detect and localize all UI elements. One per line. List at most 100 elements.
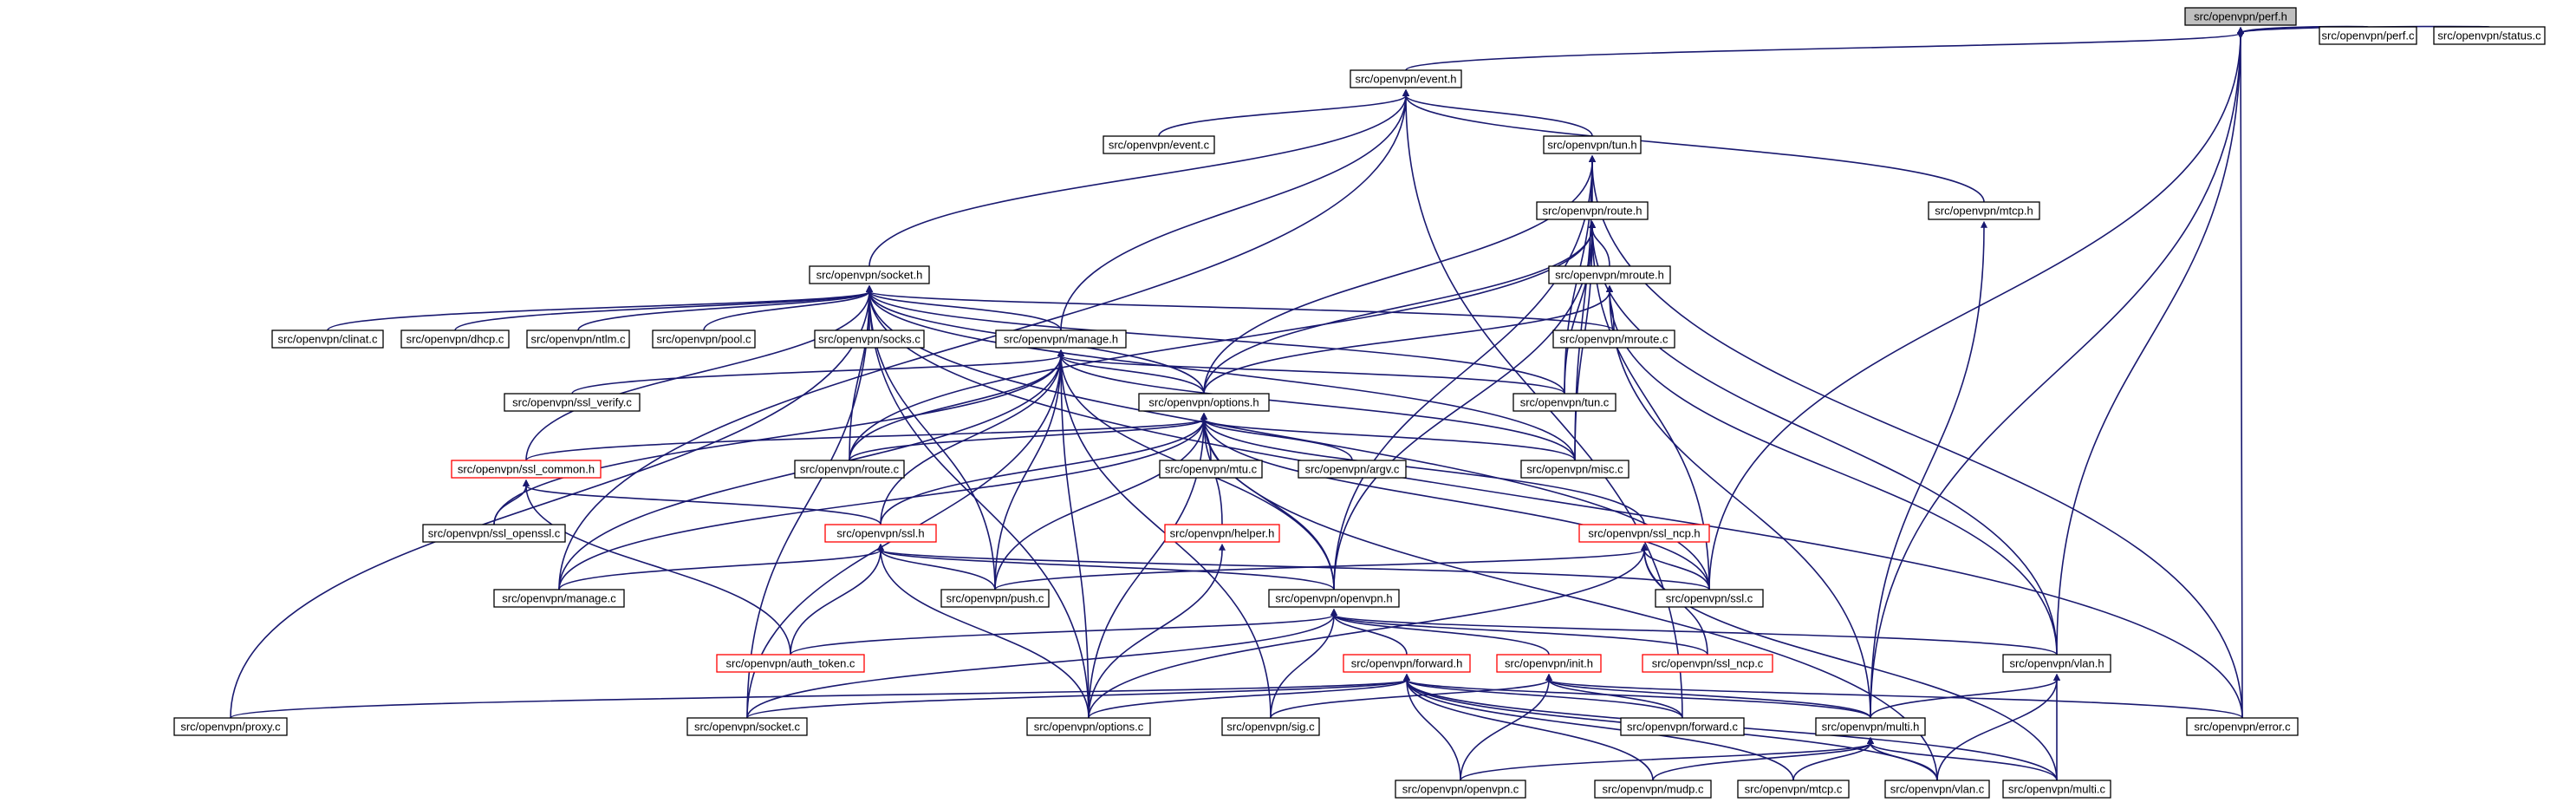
node-mtcp-h[interactable]: src/openvpn/mtcp.h [1928, 201, 2040, 220]
node-argv-c[interactable]: src/openvpn/argv.c [1298, 460, 1407, 479]
node-pool-c[interactable]: src/openvpn/pool.c [652, 329, 756, 349]
node-proxy-c[interactable]: src/openvpn/proxy.c [173, 717, 288, 736]
include-edge-forward_c-to-init_h [1545, 673, 1683, 719]
include-edge-manage_h-to-event_h [1060, 88, 1409, 331]
include-edge-openvpn_h-to-ssl_h [877, 543, 1335, 590]
include-edge-mudp_c-to-forward_h [1403, 673, 1654, 781]
node-event-c[interactable]: src/openvpn/event.c [1103, 135, 1215, 154]
node-dhcp-c[interactable]: src/openvpn/dhcp.c [400, 329, 510, 349]
node-manage-c[interactable]: src/openvpn/manage.c [493, 589, 625, 608]
node-ntlm-c[interactable]: src/openvpn/ntlm.c [526, 329, 630, 349]
include-edge-pool_c-to-socket_h [703, 284, 873, 331]
node-socket-c[interactable]: src/openvpn/socket.c [686, 717, 808, 736]
node-error-c[interactable]: src/openvpn/error.c [2186, 717, 2299, 736]
include-edge-socket_c-to-forward_h [746, 673, 1410, 719]
node-label: src/openvpn/event.h [1355, 73, 1456, 86]
node-mudp-c[interactable]: src/openvpn/mudp.c [1594, 780, 1712, 799]
node-forward-h[interactable]: src/openvpn/forward.h [1343, 654, 1471, 673]
node-socks-c[interactable]: src/openvpn/socks.c [814, 329, 925, 349]
node-push-c[interactable]: src/openvpn/push.c [940, 589, 1050, 608]
node-box [1268, 589, 1400, 608]
node-ssl-verify-c[interactable]: src/openvpn/ssl_verify.c [504, 393, 641, 412]
node-label: src/openvpn/ssl_ncp.h [1588, 527, 1700, 540]
node-box [271, 329, 384, 349]
include-edge-vlan_h-to-perf_h [2056, 26, 2244, 656]
node-ssl-ncp-c[interactable]: src/openvpn/ssl_ncp.c [1642, 654, 1773, 673]
include-edge-argv_c-to-options_h [1200, 412, 1353, 461]
node-label: src/openvpn/ssl_openssl.c [428, 527, 561, 540]
node-label: src/openvpn/tun.h [1547, 139, 1636, 152]
node-label: src/openvpn/route.c [800, 463, 900, 476]
node-tun-c[interactable]: src/openvpn/tun.c [1512, 393, 1617, 412]
node-box [1815, 717, 1926, 736]
include-edge-ssl_c-to-ssl_ncp_h [1641, 543, 1710, 590]
node-helper-h[interactable]: src/openvpn/helper.h [1164, 524, 1280, 543]
node-box [1512, 393, 1617, 412]
node-label: src/openvpn/ssl.c [1666, 592, 1753, 605]
include-edge-multi_h-to-init_h [1545, 673, 1871, 719]
include-edge-mroute_c-to-socket_h [866, 284, 1615, 331]
node-perf-c[interactable]: src/openvpn/perf.c [2319, 26, 2417, 45]
include-edge-ssl_h-to-manage_h [880, 349, 1064, 525]
node-multi-h[interactable]: src/openvpn/multi.h [1815, 717, 1926, 736]
node-box [493, 589, 625, 608]
node-box [814, 329, 925, 349]
node-openvpn-c[interactable]: src/openvpn/openvpn.c [1395, 780, 1526, 799]
node-label: src/openvpn/error.c [2194, 721, 2291, 734]
node-route-h[interactable]: src/openvpn/route.h [1536, 201, 1649, 220]
node-openvpn-h[interactable]: src/openvpn/openvpn.h [1268, 589, 1400, 608]
node-status-c[interactable]: src/openvpn/status.c [2433, 26, 2546, 45]
include-edge-options_h-to-manage_h [1057, 349, 1205, 395]
include-edge-socket_c-to-socket_h [746, 284, 873, 719]
node-forward-c[interactable]: src/openvpn/forward.c [1620, 717, 1745, 736]
node-label: src/openvpn/clinat.c [278, 333, 378, 346]
node-tun-h[interactable]: src/openvpn/tun.h [1543, 135, 1642, 154]
node-sig-c[interactable]: src/openvpn/sig.c [1221, 717, 1320, 736]
node-label: src/openvpn/multi.h [1822, 721, 1920, 734]
node-label: src/openvpn/perf.h [2194, 10, 2287, 23]
node-event-h[interactable]: src/openvpn/event.h [1350, 69, 1462, 88]
node-vlan-c[interactable]: src/openvpn/vlan.c [1884, 780, 1990, 799]
include-edge-ssl_c-to-route_h [1589, 220, 1710, 590]
node-label: src/openvpn/multi.c [2008, 783, 2105, 796]
include-edge-options_h-to-mroute_h [1203, 284, 1613, 395]
node-mroute-h[interactable]: src/openvpn/mroute.h [1548, 265, 1671, 284]
node-clinat-c[interactable]: src/openvpn/clinat.c [271, 329, 384, 349]
include-edge-mtcp_h-to-event_h [1402, 88, 1985, 203]
node-label: src/openvpn/event.c [1109, 139, 1210, 152]
node-label: src/openvpn/mudp.c [1602, 783, 1704, 796]
node-multi-c[interactable]: src/openvpn/multi.c [2002, 780, 2111, 799]
node-ssl-ncp-h[interactable]: src/openvpn/ssl_ncp.h [1578, 524, 1710, 543]
node-options-h[interactable]: src/openvpn/options.h [1138, 393, 1270, 412]
node-mroute-c[interactable]: src/openvpn/mroute.c [1552, 329, 1675, 349]
node-route-c[interactable]: src/openvpn/route.c [794, 460, 905, 479]
include-edge-mudp_c-to-multi_h [1652, 736, 1874, 781]
node-manage-h[interactable]: src/openvpn/manage.h [995, 329, 1127, 349]
node-ssl-h[interactable]: src/openvpn/ssl.h [824, 524, 937, 543]
node-box [1298, 460, 1407, 479]
include-edge-manage_h-to-socket_h [866, 284, 1062, 331]
include-edge-openvpn_c-to-forward_h [1403, 673, 1461, 781]
node-mtu-c[interactable]: src/openvpn/mtu.c [1159, 460, 1263, 479]
node-init-h[interactable]: src/openvpn/init.h [1496, 654, 1602, 673]
include-edge-vlan_c-to-options_h [1200, 412, 1938, 781]
node-misc-c[interactable]: src/openvpn/misc.c [1520, 460, 1630, 479]
node-socket-h[interactable]: src/openvpn/socket.h [809, 265, 930, 284]
node-ssl-openssl-c[interactable]: src/openvpn/ssl_openssl.c [422, 524, 566, 543]
node-options-c[interactable]: src/openvpn/options.c [1026, 717, 1151, 736]
node-box [716, 654, 865, 673]
node-box [526, 329, 630, 349]
node-label: src/openvpn/ssl_ncp.c [1652, 657, 1764, 670]
node-ssl-common-h[interactable]: src/openvpn/ssl_common.h [451, 460, 602, 479]
include-edge-push_c-to-manage_h [994, 349, 1064, 590]
node-vlan-h[interactable]: src/openvpn/vlan.h [2002, 654, 2111, 673]
node-box [1884, 780, 1990, 799]
node-label: src/openvpn/mroute.c [1559, 333, 1669, 346]
node-mtcp-c[interactable]: src/openvpn/mtcp.c [1737, 780, 1850, 799]
include-edge-options_h-to-tun_h [1203, 154, 1596, 395]
node-box [2433, 26, 2546, 45]
include-edge-multi_h-to-mroute_h [1606, 284, 1871, 719]
node-ssl-c[interactable]: src/openvpn/ssl.c [1655, 589, 1764, 608]
node-auth-token-c[interactable]: src/openvpn/auth_token.c [716, 654, 865, 673]
node-perf-h[interactable]: src/openvpn/perf.h [2184, 7, 2297, 26]
